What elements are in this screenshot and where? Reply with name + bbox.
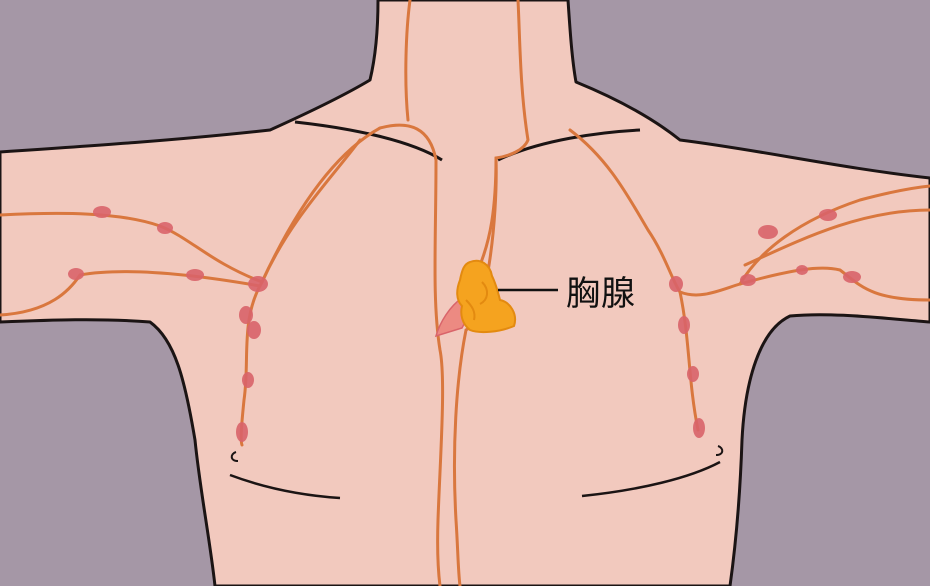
lymph-node-icon [93, 206, 111, 218]
lymph-node-icon [186, 269, 204, 281]
lymph-node-icon [693, 418, 705, 438]
lymph-node-icon [239, 306, 253, 324]
lymph-nodes [68, 206, 861, 442]
thymus-gland-icon [456, 259, 516, 334]
lymph-node-icon [247, 321, 261, 339]
lymph-node-icon [819, 209, 837, 221]
lymph-node-icon [678, 316, 690, 334]
lymph-node-icon [758, 225, 778, 239]
lymph-node-icon [248, 276, 268, 292]
lymph-node-icon [796, 265, 808, 275]
lymph-node-icon [687, 366, 699, 382]
lymph-node-icon [157, 222, 173, 234]
lymph-node-icon [740, 274, 756, 286]
lymph-node-icon [68, 268, 84, 280]
left-pectoral-line [229, 473, 341, 500]
lymph-node-icon [669, 276, 683, 292]
lymph-node-icon [242, 372, 254, 388]
lymph-node-icon [843, 271, 861, 283]
right-pectoral-line [581, 460, 721, 498]
right-nipple [715, 445, 724, 456]
thymus-label: 胸腺 [566, 274, 636, 314]
lymph-node-icon [236, 422, 248, 442]
left-clavicle [294, 120, 443, 162]
left-nipple [230, 451, 239, 462]
